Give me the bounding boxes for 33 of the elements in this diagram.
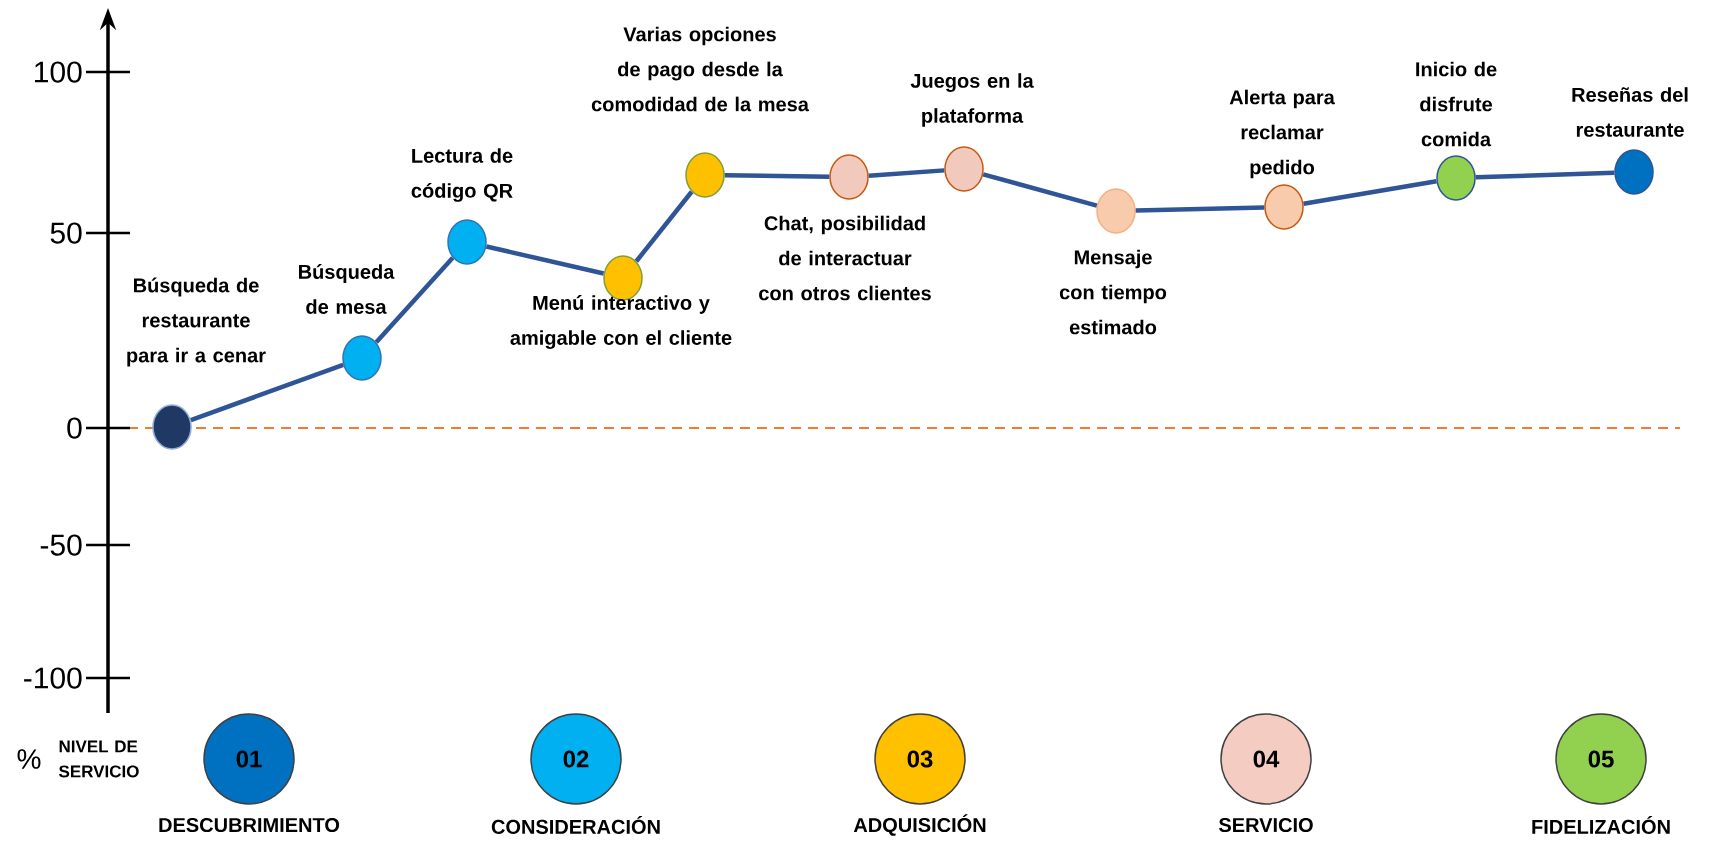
- stage-label: ADQUISICIÓN: [853, 814, 986, 836]
- point-label: Inicio de disfrute comida: [1416, 61, 1497, 147]
- point-label: Lectura de código QR: [411, 148, 513, 202]
- tick-label: 0: [67, 417, 82, 439]
- point-label: Juegos en la plataforma: [910, 73, 1034, 127]
- point-label: Reseñas del restaurante: [1572, 87, 1688, 137]
- tick-label: -100: [24, 667, 82, 689]
- connector-line: [982, 172, 1098, 208]
- point-label: Búsqueda de restaurante para ir a cenar: [127, 277, 266, 367]
- point-label: Chat, posibilidad de interactuar con otros clientes: [759, 215, 931, 301]
- stage-label: CONSIDERACIÓN: [491, 816, 660, 834]
- connector-line: [374, 256, 455, 344]
- connector-line: [1135, 205, 1265, 213]
- connector-line: [1303, 179, 1437, 206]
- connector-line: [724, 173, 830, 179]
- connector-line: [190, 362, 344, 423]
- percent-sign: %: [17, 749, 41, 769]
- tick-label: -50: [40, 534, 82, 556]
- tick-label: 50: [50, 222, 82, 244]
- point-label: Alerta para reclamar pedido: [1229, 89, 1335, 179]
- stage-label: DESCUBRIMIENTO: [159, 817, 340, 833]
- stage-label: FIDELIZACIÓN: [1532, 816, 1670, 834]
- axis-title: NIVEL DE SERVICIO: [59, 740, 139, 778]
- connector-line: [634, 190, 694, 263]
- stage-label: SERVICIO: [1219, 817, 1313, 833]
- point-label: Búsqueda de mesa: [299, 264, 395, 314]
- connector-line: [1475, 170, 1615, 180]
- tick-label: 100: [35, 61, 82, 83]
- point-label: Varias opciones de pago desde la comodidad de la mesa: [591, 26, 810, 112]
- point-label: Menú interactivo y amigable con el cliente: [510, 295, 732, 349]
- point-label: Mensaje con tiempo estimado: [1059, 249, 1167, 335]
- connector-line: [868, 168, 945, 178]
- connector-line: [485, 244, 605, 276]
